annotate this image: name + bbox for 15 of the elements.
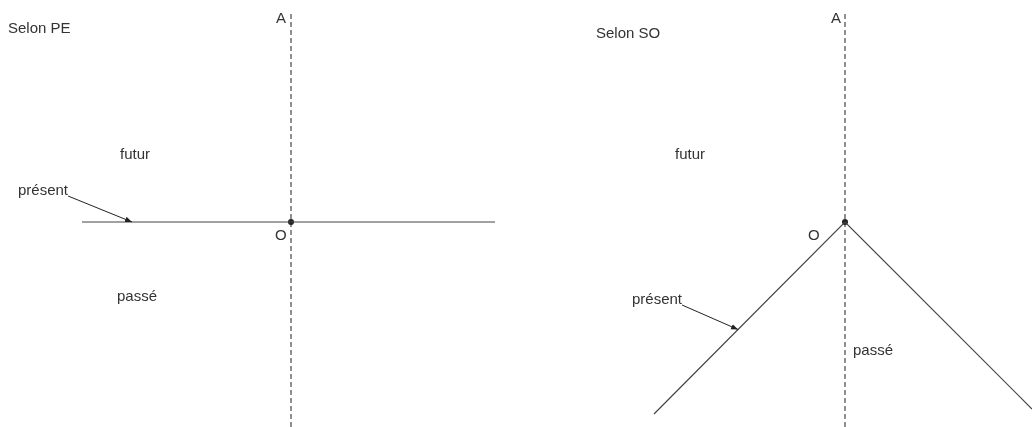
leader-line: [67, 195, 133, 223]
region-label: futur: [675, 145, 705, 163]
axis-label: A: [831, 9, 841, 27]
axis-label: A: [276, 9, 286, 27]
point-label: O: [275, 226, 287, 244]
panel-title: Selon SO: [596, 24, 661, 42]
leader-text: présent: [18, 181, 69, 199]
region-label: passé: [853, 341, 894, 359]
region-label: passé: [117, 287, 158, 305]
leader-line: [681, 304, 739, 330]
region-label: futur: [120, 145, 150, 163]
present-line: [81, 221, 496, 223]
point-label: O: [808, 226, 820, 244]
leader-text: présent: [632, 290, 683, 308]
panel-title: Selon PE: [8, 19, 71, 37]
